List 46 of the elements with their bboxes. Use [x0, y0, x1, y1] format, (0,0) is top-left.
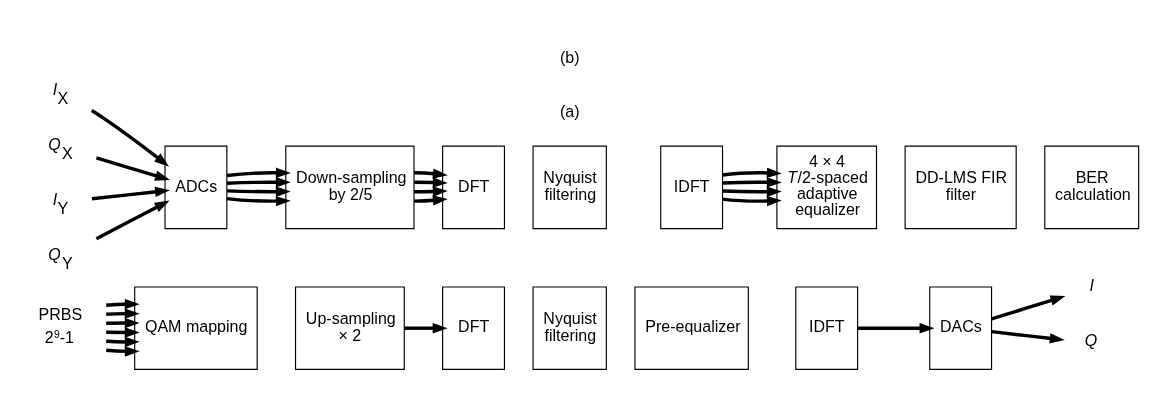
- arrow: [91, 186, 170, 201]
- node-box: Nyquist filtering: [532, 286, 607, 370]
- node-box: BER calculation: [1044, 145, 1140, 230]
- node-text: PRBS 2$^{9}$-1: [38, 305, 83, 347]
- arrow: [95, 200, 170, 241]
- node-box: ADCs: [164, 145, 228, 230]
- arrow: [414, 195, 448, 206]
- node-box: DD-LMS FIR filter: [904, 145, 1017, 230]
- node-box: DFT: [442, 145, 505, 230]
- arrow: [106, 327, 140, 338]
- node-box: IDFT: [795, 286, 859, 370]
- node-box: Up-sampling × 2: [294, 286, 405, 370]
- arrow: [722, 195, 782, 207]
- arrow: [106, 346, 140, 357]
- arrow: [404, 323, 448, 334]
- node-box: DACs: [929, 286, 993, 370]
- arrow: [227, 186, 291, 197]
- arrow: [226, 177, 291, 188]
- arrow: [991, 295, 1066, 321]
- arrow: [90, 109, 170, 167]
- arrow: [414, 168, 448, 179]
- arrow: [722, 167, 782, 179]
- arrow: [722, 186, 782, 197]
- node-text: Q: [1084, 331, 1098, 350]
- label: (a): [559, 102, 580, 121]
- node-box: Nyquist filtering: [532, 145, 607, 230]
- node-box: Pre-equalizer: [634, 286, 749, 370]
- arrow: [106, 298, 140, 310]
- node-box: QAM mapping: [134, 286, 258, 370]
- arrow: [95, 156, 170, 181]
- arrow: [857, 323, 935, 334]
- arrow: [226, 167, 291, 178]
- node-box: 4 × 4 T/2-spaced adaptive equalizer: [776, 145, 878, 230]
- node-text: I: [1089, 276, 1094, 295]
- node-box: IDFT: [660, 145, 724, 230]
- arrow: [722, 177, 782, 188]
- arrow: [226, 195, 291, 207]
- arrow: [106, 336, 140, 348]
- arrow: [106, 308, 140, 319]
- arrow: [414, 186, 448, 197]
- node-box: Down-sampling by 2/5: [285, 145, 415, 230]
- arrow: [106, 317, 140, 329]
- label: (b): [559, 48, 580, 67]
- node-box: DFT: [442, 286, 505, 370]
- arrow: [414, 177, 448, 188]
- arrow: [991, 329, 1065, 344]
